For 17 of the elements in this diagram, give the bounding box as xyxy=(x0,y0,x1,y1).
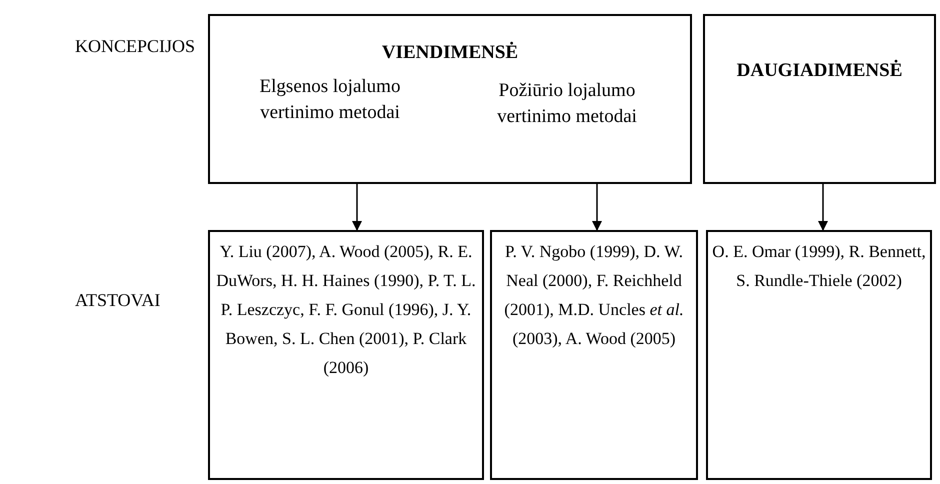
author-list: O. E. Omar (1999), R. Bennett, S. Rundle-Thiele (2002) xyxy=(712,238,926,296)
box-heading: VIENDIMENSĖ xyxy=(380,42,520,64)
row-label: ATSTOVAI xyxy=(75,290,160,311)
arrow xyxy=(818,184,828,231)
author-box xyxy=(208,230,484,480)
arrow xyxy=(592,184,602,231)
method-text: Elgsenos lojalumo vertinimo metodai xyxy=(258,75,402,125)
concept-box xyxy=(703,14,936,184)
author-box xyxy=(706,230,932,480)
row-label: KONCEPCIJOS xyxy=(75,36,196,57)
concept-box xyxy=(208,14,692,184)
method-text: Požiūrio lojalumo vertinimo metodai xyxy=(496,79,638,129)
author-list: P. V. Ngobo (1999), D. W. Neal (2000), F. Reichheld (2001), M.D. Uncles et al. (2003), A. Wood (2005) xyxy=(496,238,692,354)
box-heading: DAUGIADIMENSĖ xyxy=(736,60,904,82)
author-list: Y. Liu (2007), A. Wood (2005), R. E. DuWors, H. H. Haines (1990), P. T. L. P. Leszczyc, F. F. Gonul (1996), J. Y. Bowen, S. L. Chen (2001), P. Clark (2006) xyxy=(214,238,478,382)
arrow xyxy=(352,184,362,231)
author-box xyxy=(490,230,698,480)
